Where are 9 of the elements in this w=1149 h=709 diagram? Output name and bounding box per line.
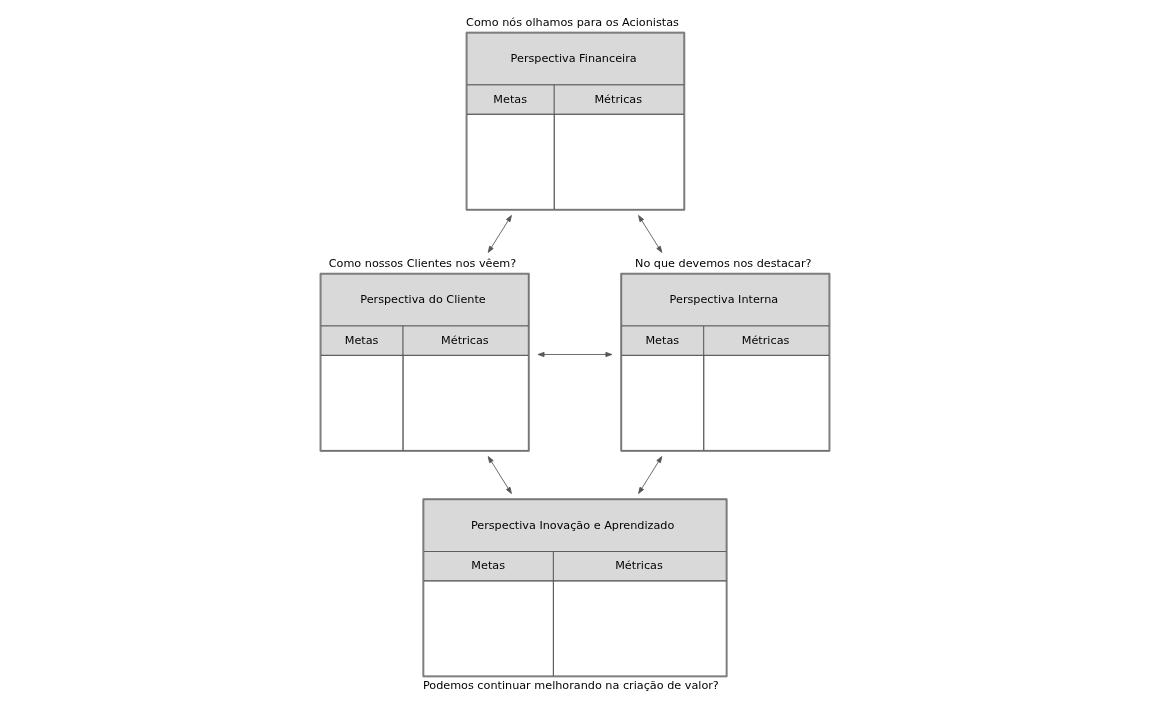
- arrow: [487, 215, 512, 253]
- node-label: Podemos continuar melhorando na criação de valor?: [422, 679, 719, 693]
- node-label: Como nossos Clientes nos vêem?: [328, 256, 516, 270]
- arrow: [637, 456, 662, 494]
- arrow: [487, 456, 512, 494]
- node-label: Como nós olhamos para os Acionistas: [465, 15, 679, 29]
- arrow: [537, 351, 612, 358]
- arrow: [637, 215, 662, 253]
- node-label: No que devemos nos destacar?: [634, 256, 811, 270]
